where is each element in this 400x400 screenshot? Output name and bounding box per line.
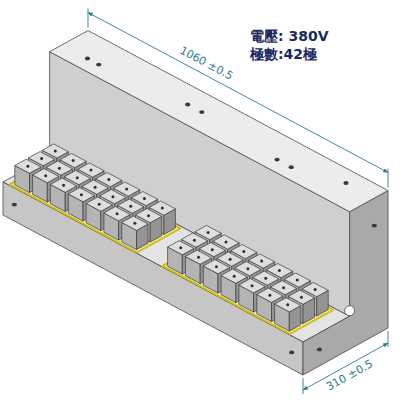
pole-dot <box>242 250 245 253</box>
extension-line <box>303 378 304 394</box>
mount-hole <box>96 63 101 67</box>
pole-top <box>239 279 265 293</box>
pole-dot <box>40 157 43 160</box>
pole-top <box>275 298 301 312</box>
pole-top <box>221 269 247 283</box>
pole-top <box>86 197 112 211</box>
pole-dot <box>62 184 65 187</box>
pole-dot <box>224 241 227 244</box>
pole-block <box>122 216 148 250</box>
dimension-line <box>88 13 388 173</box>
pole-dot <box>179 246 182 249</box>
extension-line <box>388 331 389 347</box>
voltage-note: 電壓: 380V <box>250 28 329 44</box>
pole-dot <box>94 186 97 189</box>
pole-pad <box>10 161 181 253</box>
mount-hole <box>274 158 279 162</box>
pole-dot <box>147 214 150 217</box>
pole-dot <box>54 150 57 153</box>
pole-top <box>33 169 59 183</box>
pole-top <box>203 260 229 274</box>
pole-dot <box>264 277 267 280</box>
pole-dot <box>314 288 317 291</box>
dimension-text: 1060 ±0.5 <box>178 45 235 84</box>
pole-dot <box>26 165 29 168</box>
pole-dot <box>215 265 218 268</box>
mount-hole <box>199 110 204 114</box>
pole-dot <box>282 286 285 289</box>
pole-dot <box>143 197 146 200</box>
pole-dot <box>211 248 214 251</box>
pole-dot <box>107 178 110 181</box>
pole-dot <box>296 279 299 282</box>
pole-dot <box>89 169 92 172</box>
pole-dot <box>125 188 128 191</box>
pole-dot <box>268 294 271 297</box>
mount-hole <box>185 103 190 107</box>
pole-top <box>15 159 41 173</box>
mount-hole <box>289 351 294 355</box>
extension-line <box>388 169 389 188</box>
pole-count-note: 極數:42極 <box>250 46 317 62</box>
pole-dot <box>98 203 101 206</box>
pole-dot <box>229 258 232 261</box>
pole-dot <box>111 195 114 198</box>
dimension-lines <box>88 9 388 395</box>
dimension-text: 310 ±0.5 <box>324 358 375 394</box>
pole-dot <box>260 260 263 263</box>
mount-hole <box>343 181 348 185</box>
pole-dot <box>207 231 210 234</box>
pole-dot <box>129 205 132 208</box>
pole-top <box>50 178 76 192</box>
magnetic-poles <box>10 144 334 334</box>
pole-dot <box>161 207 164 210</box>
pole-dot <box>300 296 303 299</box>
pole-dot <box>278 269 281 272</box>
chuck-body <box>3 31 388 376</box>
pole-dot <box>233 275 236 278</box>
pole-top <box>257 288 283 302</box>
pole-top <box>168 241 194 255</box>
pole-dot <box>116 212 119 215</box>
mount-hole <box>85 57 90 61</box>
pole-dot <box>246 267 249 270</box>
pole-block <box>275 298 301 331</box>
mount-hole <box>317 348 322 352</box>
pole-top <box>68 188 94 202</box>
mount-hole <box>372 224 377 228</box>
pole-dot <box>58 167 61 170</box>
pole-dot <box>197 256 200 259</box>
pole-dot <box>133 222 136 225</box>
mount-hole <box>12 203 17 207</box>
pole-dot <box>286 303 289 306</box>
pole-dot <box>251 284 254 287</box>
pole-dot <box>72 159 75 162</box>
pole-dot <box>76 176 79 179</box>
rail-top-face <box>50 31 388 212</box>
end-notch <box>345 306 355 316</box>
pole-dot <box>193 239 196 242</box>
pole-dot <box>44 174 47 177</box>
mount-hole <box>289 165 294 169</box>
pole-top <box>185 250 211 264</box>
pole-top <box>122 216 148 230</box>
pole-top <box>104 207 130 221</box>
pole-dot <box>80 193 83 196</box>
extension-line <box>88 9 89 28</box>
pole-pad <box>163 242 334 334</box>
